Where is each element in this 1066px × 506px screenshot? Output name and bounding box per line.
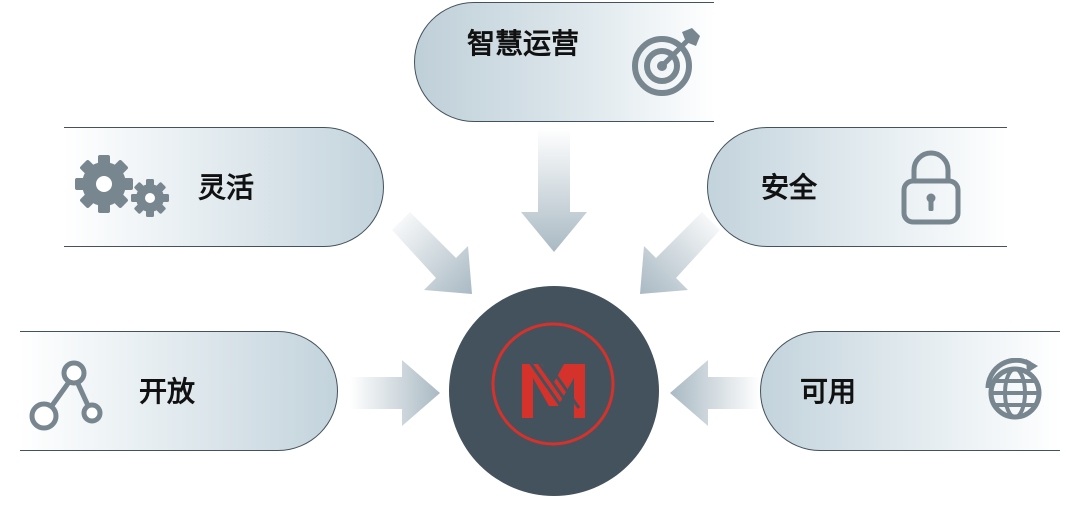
arrow-lower-right [670,360,760,426]
globe-refresh-icon [982,358,1048,424]
m-logo-icon [491,322,615,446]
share-nodes-icon [28,358,104,434]
node-label-flexible: 灵活 [198,171,255,204]
target-icon [630,26,702,98]
node-label-open: 开放 [139,375,196,408]
arrow-upper-left [392,212,472,294]
node-label-secure: 安全 [761,171,818,204]
node-open [20,331,338,451]
node-label-smart-operations: 智慧运营 [467,27,580,60]
arrow-lower-left [350,360,440,426]
arrow-top [521,128,587,252]
hub-circle [449,286,659,496]
node-label-available: 可用 [800,375,857,408]
node-secure [707,127,1007,247]
arrow-upper-right [640,212,720,294]
padlock-icon [900,148,962,226]
gears-icon [74,154,170,220]
